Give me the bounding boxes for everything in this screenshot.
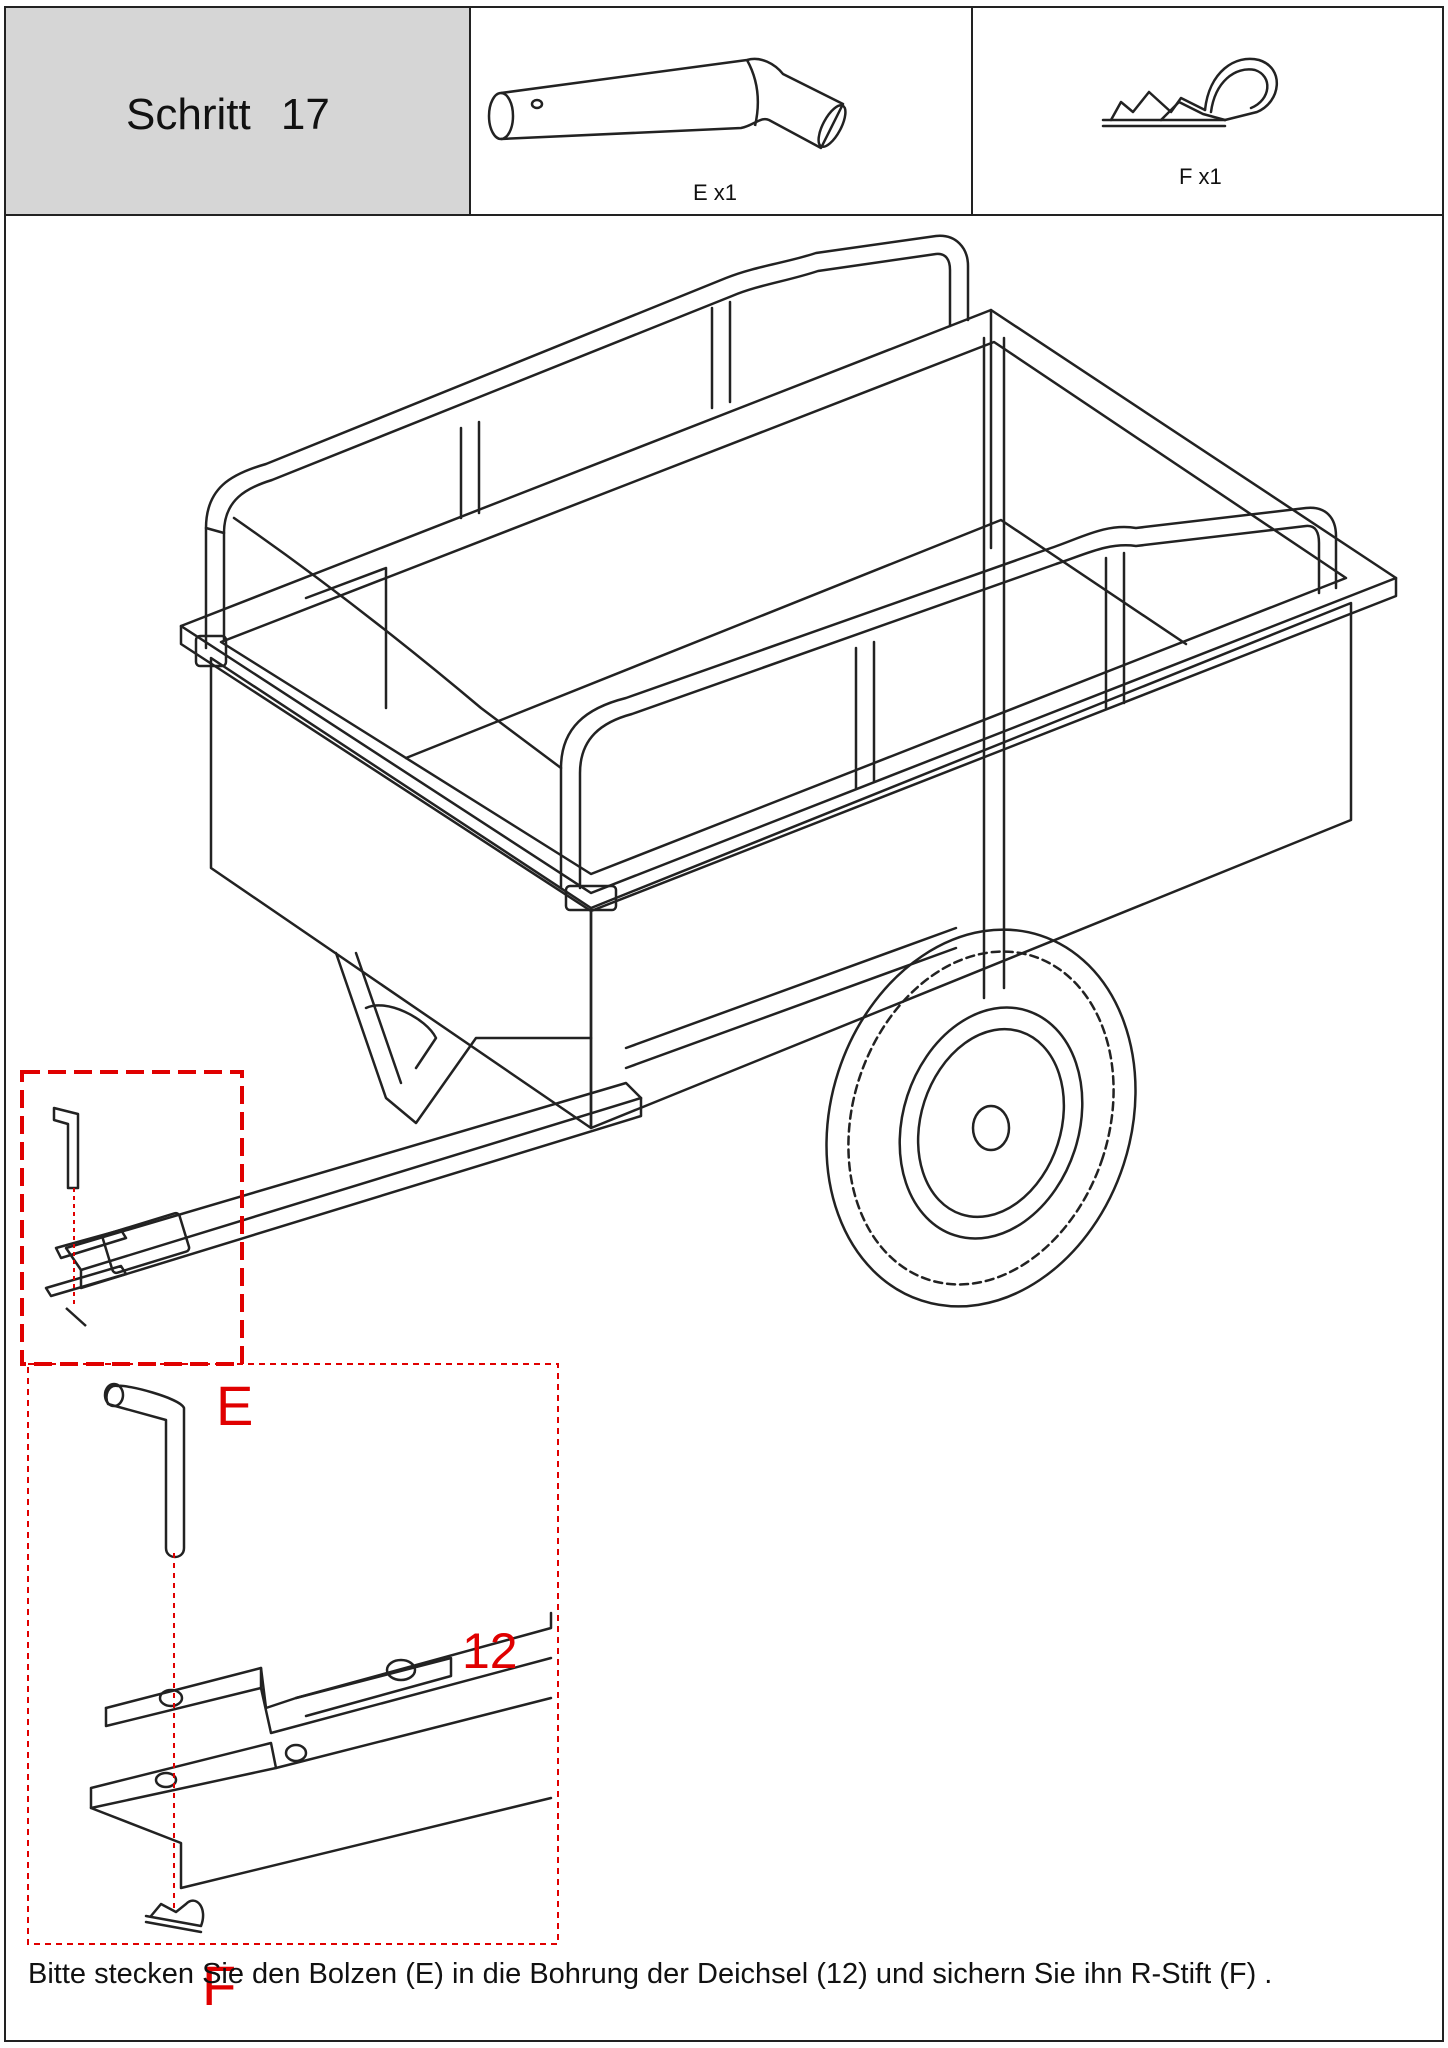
callout-clip: F [202, 1954, 237, 2017]
cart-box-front-face [589, 601, 1353, 1130]
callout-pin: E [216, 1374, 254, 1437]
header-divider [6, 214, 1442, 216]
instruction-sheet: Schritt 17 E x1 F x1 [4, 6, 1444, 2042]
step-title: Schritt 17 [126, 90, 330, 139]
wheel-tire [825, 928, 1137, 1308]
instruction-text: Bitte stecken Sie den Bolzen (E) in die … [28, 1958, 1273, 1990]
cart-box-left-face [209, 656, 593, 1130]
r-clip-icon [1101, 57, 1278, 128]
step-header: Schritt 17 [6, 8, 471, 214]
side-rail-near [559, 506, 1338, 890]
part-f-cell: F x1 [973, 8, 1442, 214]
part-e-label: E x1 [693, 180, 738, 205]
side-rail-far [204, 234, 970, 650]
detail-pin [105, 1384, 186, 1559]
cart-rim [179, 308, 1398, 895]
wheel-rim [898, 1006, 1084, 1240]
detail-zoom-box [27, 1363, 559, 1945]
drawbar [64, 1081, 643, 1272]
part-f-label: F x1 [1179, 164, 1222, 189]
detail-r-clip [144, 1899, 205, 1934]
part-e-cell: E x1 [471, 8, 973, 214]
detail-marker-box [20, 1070, 244, 1366]
bent-pin-icon [487, 57, 847, 150]
drawbar-support [334, 951, 593, 1125]
detail-drawbar-top [104, 1611, 553, 1710]
callout-drawbar: 12 [462, 1623, 518, 1679]
assembly-illustration [20, 234, 1398, 1945]
